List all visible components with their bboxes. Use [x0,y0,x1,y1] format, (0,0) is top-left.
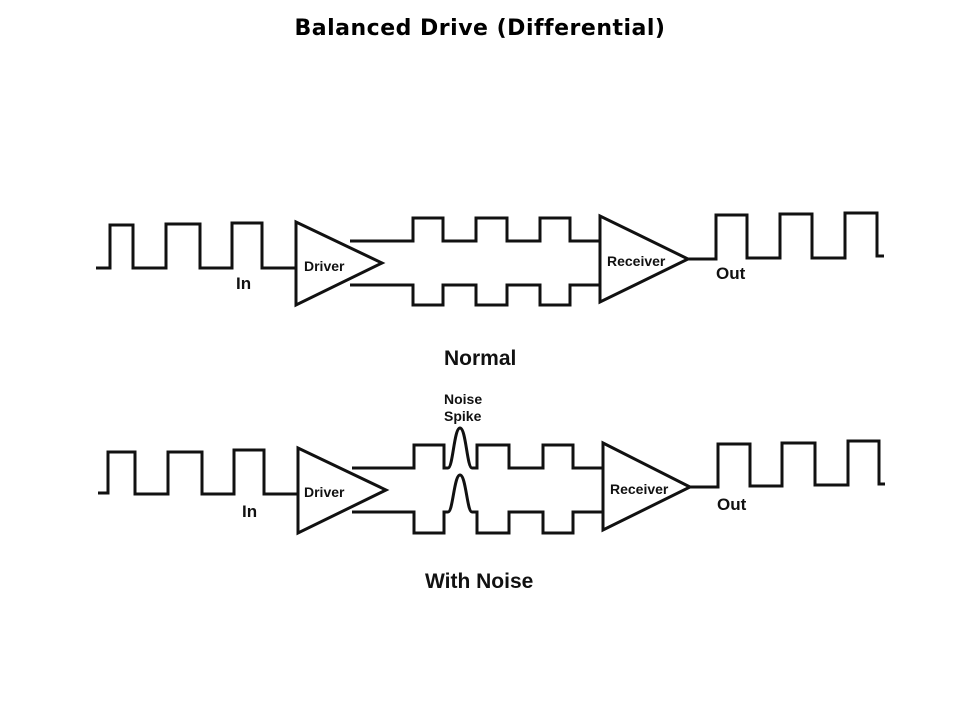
noise-diff-line-lower [352,473,603,535]
noise-diff-line-upper [352,426,603,470]
normal-in-label: In [236,274,251,293]
normal-driver-amplifier [294,219,386,308]
normal-out-label: Out [716,264,746,283]
noise-in-label: In [242,502,257,521]
noise-input-waveform [98,448,298,496]
noise-diagram: Driver Receiver Noise Spike In Out With … [98,391,885,593]
normal-input-waveform [96,221,296,270]
noise-output-waveform [690,439,885,489]
noise-driver-amplifier [296,445,390,536]
normal-receiver-amplifier [598,213,692,305]
normal-diagram: Driver Receiver In Out Normal [96,211,884,370]
normal-driver-label: Driver [304,258,345,274]
noise-spike-label-line2: Spike [444,408,482,424]
noise-spike-label-line1: Noise [444,391,482,407]
noise-receiver-label: Receiver [610,481,669,497]
page-title: Balanced Drive (Differential) [294,16,666,41]
normal-output-waveform [688,211,884,261]
noise-receiver-amplifier [601,440,694,533]
noise-out-label: Out [717,495,747,514]
normal-diff-line-upper [350,216,600,243]
normal-caption: Normal [444,347,516,370]
normal-diff-line-lower [350,283,600,307]
normal-receiver-label: Receiver [607,253,666,269]
noise-driver-label: Driver [304,484,345,500]
noise-caption: With Noise [425,570,533,593]
